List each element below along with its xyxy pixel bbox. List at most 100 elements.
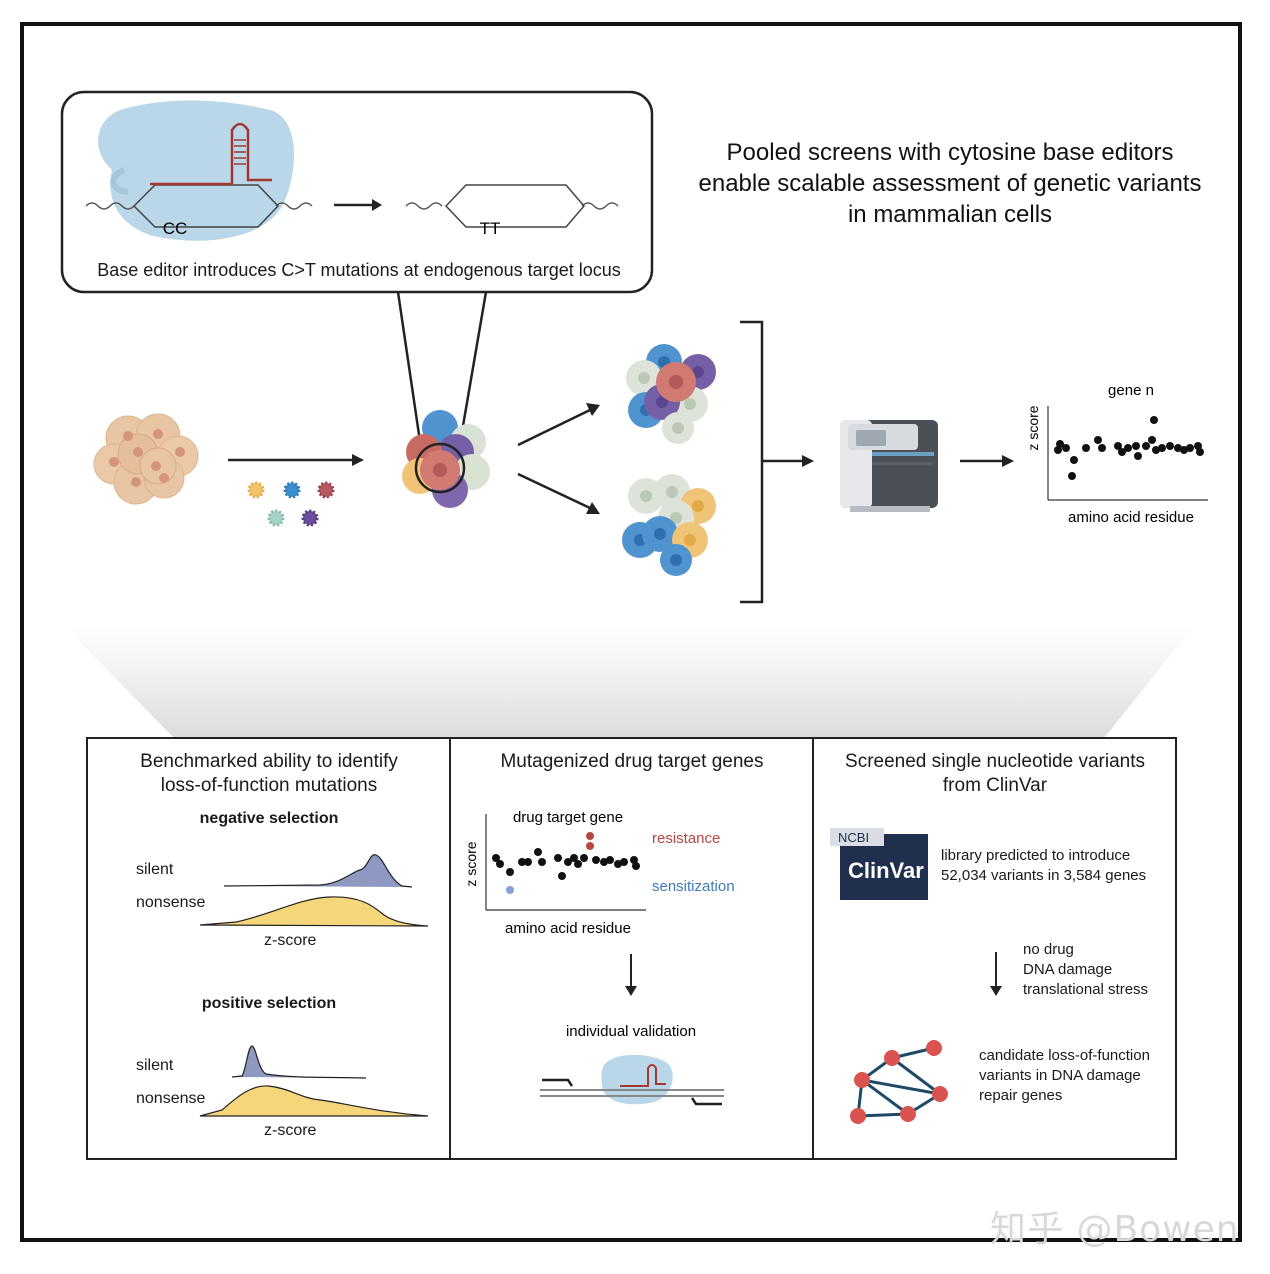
pos-nonsense-label: nonsense	[136, 1090, 206, 1107]
drug-point-2	[506, 868, 514, 876]
title-line-1: Pooled screens with cytosine base editor…	[726, 139, 1174, 166]
gene-n-ylabel: z score	[1025, 405, 1041, 450]
gene-n-point-4	[1068, 472, 1076, 480]
gene-n-title: gene n	[1108, 382, 1154, 399]
base-editor-protein	[98, 100, 295, 241]
cc-label: CC	[163, 219, 188, 238]
drug-point-22	[506, 886, 514, 894]
gene-n-point-7	[1098, 444, 1106, 452]
gene-n-point-9	[1118, 448, 1126, 456]
drug-point-19	[620, 858, 628, 866]
condition-dna-damage: DNA damage	[1023, 961, 1113, 978]
cell-cluster-transduced	[402, 410, 490, 508]
drug-point-8	[558, 872, 566, 880]
background-shading	[64, 626, 1194, 738]
title-line-2: enable scalable assessment of genetic va…	[698, 170, 1202, 197]
gene-n-point-3	[1070, 456, 1078, 464]
panel3-down-arrow	[990, 952, 1002, 996]
drug-point-5	[534, 848, 542, 856]
gene-n-point-2	[1062, 444, 1070, 452]
cell-cluster-selected-top	[626, 344, 716, 444]
gene-network-icon	[850, 1040, 948, 1124]
gene-n-point-14	[1148, 436, 1156, 444]
drug-plot-xlabel: amino acid residue	[505, 920, 631, 937]
condition-no-drug: no drug	[1023, 941, 1074, 958]
drug-point-12	[580, 854, 588, 862]
ncbi-logo-text: NCBI	[838, 830, 869, 845]
drug-point-17	[606, 856, 614, 864]
drug-point-15	[592, 856, 600, 864]
pos-zscore-label: z-score	[264, 1122, 317, 1139]
clinvar-logo-text: ClinVar	[848, 858, 924, 883]
gene-n-point-5	[1082, 444, 1090, 452]
result-line-1: candidate loss-of-function	[979, 1047, 1150, 1064]
gene-n-xlabel: amino acid residue	[1068, 509, 1194, 526]
panel3-title: Screened single nucleotide variants from…	[815, 750, 1175, 798]
gene-n-point-17	[1158, 444, 1166, 452]
drug-point-14	[586, 842, 594, 850]
gene-n-point-6	[1094, 436, 1102, 444]
gene-n-point-18	[1166, 442, 1174, 450]
panel1-title-line-2: loss-of-function mutations	[160, 775, 378, 796]
gene-n-plot: gene n z score amino acid residue	[1025, 382, 1208, 526]
panel3-title-line-1: Screened single nucleotide variants	[845, 751, 1145, 772]
drug-point-11	[574, 860, 582, 868]
panel1-title-line-1: Benchmarked ability to identify	[140, 751, 398, 772]
drug-point-1	[496, 860, 504, 868]
neg-silent-distribution	[223, 854, 413, 888]
reverse-primer	[690, 1097, 722, 1106]
library-line-1: library predicted to introduce	[941, 847, 1131, 864]
drug-point-0	[492, 854, 500, 862]
clinvar-logo: NCBI ClinVar	[830, 828, 928, 900]
neg-nonsense-distribution	[199, 896, 429, 927]
drug-point-13	[586, 832, 594, 840]
drug-point-6	[538, 858, 546, 866]
drug-point-7	[554, 854, 562, 862]
result-line-3: repair genes	[979, 1087, 1063, 1104]
validation-label: individual validation	[566, 1023, 696, 1040]
tt-label: TT	[480, 219, 501, 238]
result-line-2: variants in DNA damage	[979, 1067, 1141, 1084]
drug-point-21	[632, 862, 640, 870]
library-description: library predicted to introduce 52,034 va…	[941, 846, 1146, 886]
watermark: 知乎 @Bowen	[990, 1209, 1240, 1250]
gene-n-point-1	[1054, 446, 1062, 454]
pos-nonsense-distribution	[199, 1085, 429, 1117]
sensitization-label: sensitization	[652, 878, 735, 895]
gene-n-point-12	[1134, 452, 1142, 460]
neg-nonsense-label: nonsense	[136, 894, 206, 911]
positive-selection-heading: positive selection	[201, 995, 337, 1012]
guide-rna	[150, 122, 272, 186]
callout-caption: Base editor introduces C>T mutations at …	[97, 260, 621, 280]
drug-point-9	[564, 858, 572, 866]
drug-target-plot: drug target gene z score resistance sens…	[463, 809, 735, 937]
cell-cluster-selected-bottom	[622, 474, 716, 576]
lentivirus-library	[247, 481, 335, 527]
figure-title: Pooled screens with cytosine base editor…	[640, 137, 1260, 230]
title-line-3: in mammalian cells	[847, 201, 1053, 228]
drug-point-10	[570, 854, 578, 862]
figure-frame	[20, 22, 1242, 1242]
sequencer-machine	[840, 420, 938, 512]
negative-selection-heading: negative selection	[199, 810, 339, 827]
workflow-diagram: CC TT	[60, 90, 1014, 604]
gene-n-point-21	[1186, 444, 1194, 452]
result-description: candidate loss-of-function variants in D…	[979, 1046, 1150, 1106]
drug-point-4	[524, 858, 532, 866]
gene-n-point-13	[1142, 442, 1150, 450]
condition-translational-stress: translational stress	[1023, 981, 1149, 998]
dna-strand-left	[85, 202, 313, 210]
pos-silent-label: silent	[136, 1057, 174, 1074]
neg-zscore-label: z-score	[264, 932, 317, 949]
library-line-2: 52,034 variants in 3,584 genes	[941, 867, 1147, 884]
validation-diagram: individual validation	[540, 954, 724, 1106]
gene-n-point-11	[1132, 442, 1140, 450]
panel2-title: Mutagenized drug target genes	[500, 751, 764, 772]
drug-plot-ylabel: z score	[463, 841, 479, 886]
forward-primer	[542, 1078, 574, 1087]
pos-silent-distribution	[231, 1045, 367, 1079]
drug-plot-title: drug target gene	[513, 809, 623, 826]
drug-point-3	[518, 858, 526, 866]
screen-conditions: no drug DNA damage translational stress	[1023, 940, 1148, 1000]
